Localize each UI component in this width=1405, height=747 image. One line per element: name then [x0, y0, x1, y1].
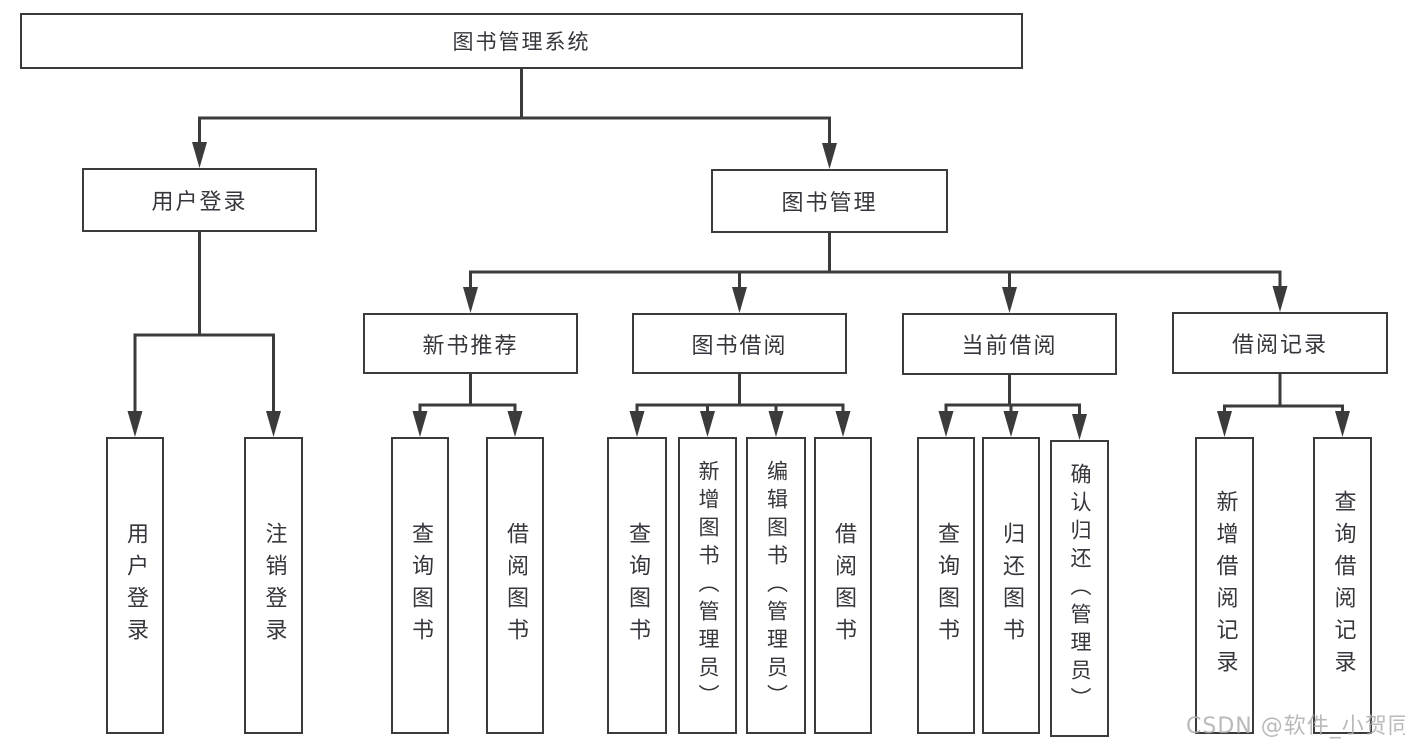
- node-query-books-borrowing: 查询图书: [607, 437, 667, 734]
- node-add-book-admin: 新增图书（管理员）: [678, 437, 737, 734]
- node-return-books: 归还图书: [982, 437, 1040, 734]
- node-borrow-books-borrowing: 借阅图书: [814, 437, 872, 734]
- node-query-borrow-record: 查询借阅记录: [1313, 437, 1372, 734]
- node-confirm-return-admin: 确认归还（管理员）: [1050, 440, 1109, 737]
- csdn-watermark: CSDN @软件_小贺同学: [1186, 714, 1405, 739]
- node-library-management-system: 图书管理系统: [20, 13, 1023, 69]
- node-user-login-leaf: 用户登录: [106, 437, 164, 734]
- node-new-book-recommendation: 新书推荐: [363, 313, 578, 374]
- node-query-books-recommendation: 查询图书: [391, 437, 449, 734]
- node-borrowing-records: 借阅记录: [1172, 312, 1388, 374]
- node-add-borrow-record: 新增借阅记录: [1195, 437, 1254, 734]
- node-query-books-current: 查询图书: [917, 437, 975, 734]
- node-book-borrowing: 图书借阅: [632, 313, 847, 374]
- node-book-management-branch: 图书管理: [711, 169, 948, 233]
- node-logout-leaf: 注销登录: [244, 437, 303, 734]
- node-borrow-books-recommendation: 借阅图书: [486, 437, 544, 734]
- node-user-login-branch: 用户登录: [82, 168, 317, 232]
- node-edit-book-admin: 编辑图书（管理员）: [746, 437, 806, 734]
- node-current-borrowing: 当前借阅: [902, 313, 1117, 375]
